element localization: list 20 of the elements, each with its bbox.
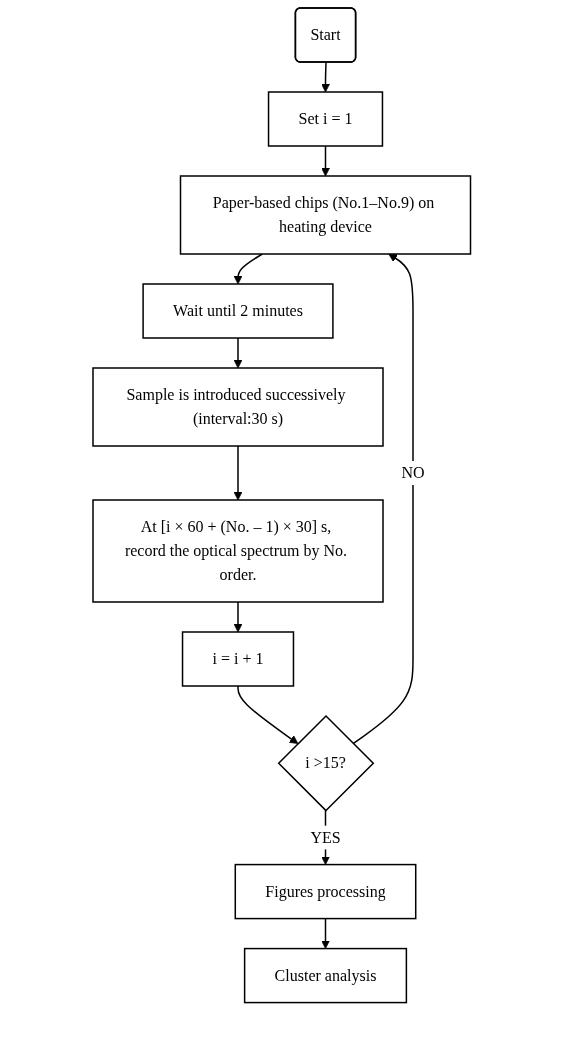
arrow [233,445,243,501]
arrow [320,145,330,177]
node-diamond: i >15? [277,714,375,812]
node-box: Figures processing [234,863,417,920]
node-box: Cluster analysis [243,947,407,1004]
edge-label: NO [401,464,425,481]
arrow [352,253,414,745]
node-box: i = i + 1 [181,631,294,687]
arrow [320,61,330,93]
arrow [237,685,299,744]
node-box: At [i × 60 + (No. – 1) × 30] s, record the optical spectrum by No. order. [92,499,384,603]
node-box: Set i = 1 [267,91,383,147]
arrow [320,917,330,949]
node-box: Wait until 2 minutes [142,283,334,339]
node-box: Sample is introduced successively (interval:30 s) [92,367,384,447]
node-box: Paper-based chips (No.1–No.9) on heating device [179,175,471,255]
arrow [233,601,243,633]
arrow [233,253,263,285]
arrow [233,337,243,369]
edge-label: YES [310,828,341,846]
